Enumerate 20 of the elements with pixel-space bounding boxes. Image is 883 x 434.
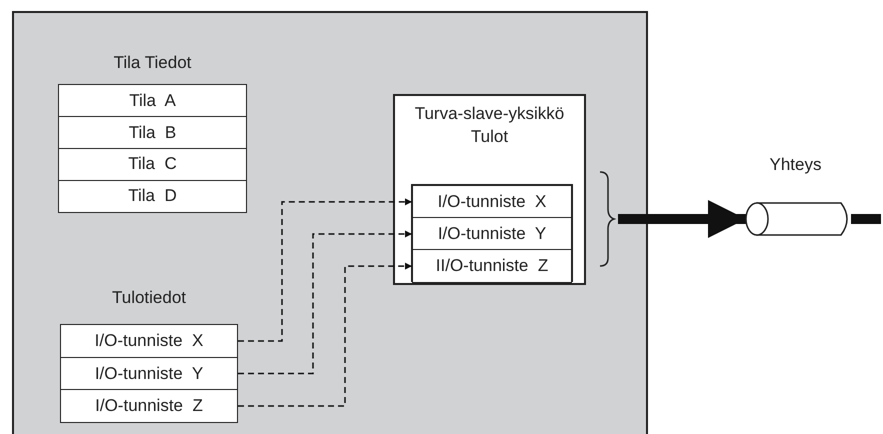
thick-arrow bbox=[618, 200, 746, 238]
table-row: Tila D bbox=[58, 180, 247, 213]
dashed-arrow bbox=[238, 262, 412, 407]
dashed-arrow bbox=[238, 230, 412, 374]
table-row: I/O-tunniste X bbox=[412, 185, 572, 219]
connection-label: Yhteys bbox=[768, 155, 822, 175]
unit-box bbox=[393, 94, 586, 285]
table-row: Tila C bbox=[58, 148, 247, 182]
data-table bbox=[411, 184, 573, 282]
table-heading: Tulotiedot bbox=[110, 288, 188, 308]
table-row: Tila B bbox=[58, 116, 247, 150]
table-row: Tila A bbox=[58, 84, 247, 118]
table-row: I/O-tunniste Z bbox=[60, 389, 238, 423]
unit-heading: Turva-slave-yksikkö Tulot bbox=[414, 103, 566, 148]
table-row: I/O-tunniste X bbox=[60, 324, 238, 358]
dashed-arrow bbox=[238, 198, 412, 342]
table-row: I/O-tunniste Y bbox=[412, 217, 572, 251]
table-row: II/O-tunniste Z bbox=[412, 249, 572, 283]
table-row: I/O-tunniste Y bbox=[60, 356, 238, 390]
table-heading: Tila Tiedot bbox=[112, 53, 192, 73]
